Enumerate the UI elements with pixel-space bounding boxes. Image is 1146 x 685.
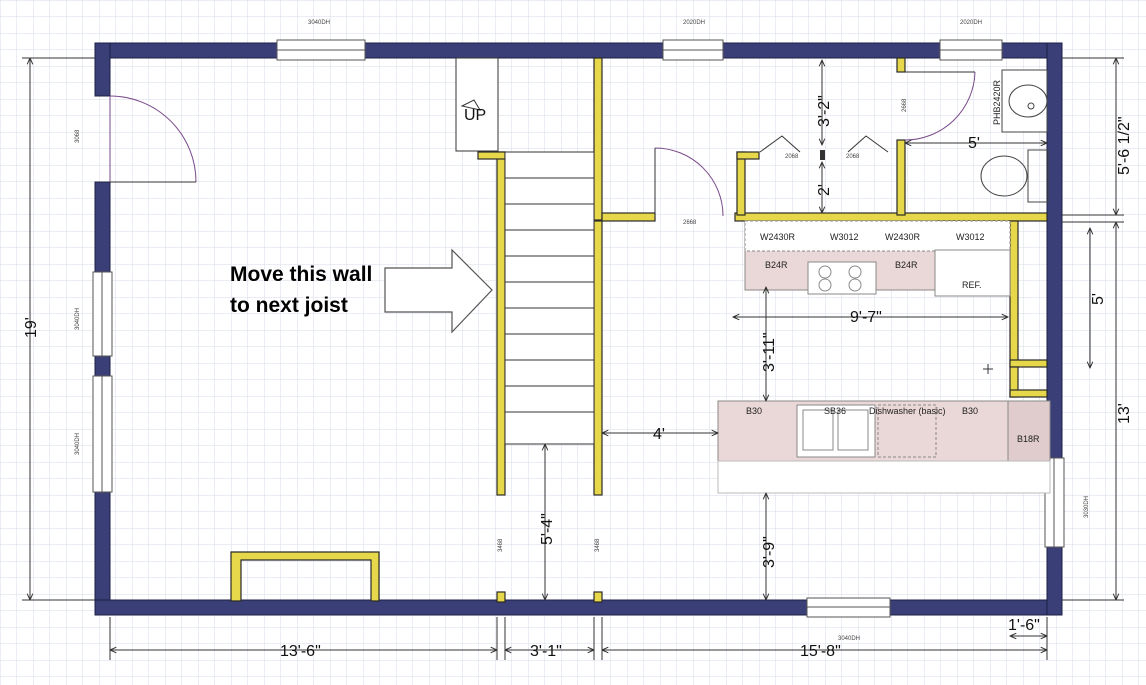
label-island-2: B30: [962, 406, 978, 416]
label-base-cab-2: B24R: [895, 260, 918, 270]
label-base-cab-1: B24R: [765, 260, 788, 270]
dim-counter-run: 9'-7": [850, 309, 882, 326]
windows: [92, 39, 1065, 618]
label-window-left-lower: 3040DH: [75, 433, 81, 455]
dim-bath-upper: 3'-2": [816, 95, 833, 127]
dim-bottom-mid: 3'-1": [530, 643, 562, 660]
label-wall-cab-3: W2430R: [885, 232, 921, 242]
label-window-right: 3030DH: [1084, 496, 1090, 518]
label-fridge: REF.: [962, 280, 982, 290]
stair-up-label: UP: [464, 107, 486, 124]
label-window-top-left: 3040DH: [308, 20, 330, 26]
plus-marker: [983, 364, 993, 374]
label-wall-cab-1: W2430R: [760, 232, 796, 242]
staircase: [455, 57, 595, 445]
dim-right-mid: 5': [1090, 293, 1107, 305]
note-line-1: Move this wall: [230, 263, 372, 286]
kitchen-island: [717, 400, 1051, 494]
dim-aisle-upper: 3'-11": [761, 332, 778, 372]
dim-aisle-side: 4': [653, 426, 665, 443]
label-island-sink: SB36: [824, 406, 846, 416]
plan-labels: 3040DH 2020DH 2020DH 3040DH 3040DH 3030D…: [75, 20, 1090, 642]
dim-bath-lower: 2': [816, 184, 833, 196]
label-door-center: 2668: [683, 220, 697, 226]
label-island-dw: Dishwasher (basic): [869, 406, 946, 416]
label-door-left: 3068: [75, 129, 81, 143]
dimension-labels: 19' 13' 5'-6 1/2" 5' 3'-2" 2' 5' 9'-7" 3…: [23, 95, 1133, 660]
exterior-walls: [94, 42, 1063, 616]
dim-top-right: 5'-6 1/2": [1116, 116, 1133, 175]
bath-fixtures: [980, 69, 1049, 203]
dim-right-total: 13': [1116, 403, 1133, 424]
label-island-1: B30: [746, 406, 762, 416]
note-arrow: [384, 248, 493, 334]
label-window-top-mid: 2020DH: [683, 20, 705, 26]
dim-bath-width: 5': [968, 135, 980, 152]
dim-bottom-left: 13'-6": [280, 643, 321, 660]
label-window-top-right: 2020DH: [960, 20, 982, 26]
dim-bottom-corner: 1'-6": [1008, 617, 1040, 634]
label-window-bottom: 3040DH: [838, 636, 860, 642]
dim-bottom-right: 15'-8": [800, 643, 841, 660]
doors: [109, 71, 976, 217]
label-closet-right: 2068: [846, 154, 860, 160]
note-line-2: to next joist: [230, 294, 348, 317]
label-island-end: B18R: [1017, 434, 1040, 444]
kitchen-cabinets: [744, 220, 1011, 297]
label-closet-left: 2068: [785, 154, 799, 160]
dim-island-bottom: 3'-9": [761, 536, 778, 568]
label-opening-left: 3468: [498, 538, 504, 552]
label-window-left-upper: 3040DH: [75, 308, 81, 330]
closet-divider: [820, 150, 825, 160]
label-door-bath: 2668: [902, 98, 908, 112]
dim-overall-height: 19': [23, 317, 40, 338]
dim-stair-bottom: 5'-4": [539, 513, 556, 545]
label-wall-cab-2: W3012: [830, 232, 859, 242]
label-opening-right: 3468: [595, 538, 601, 552]
dimension-lines: [22, 58, 1124, 660]
label-wall-cab-4: W3012: [956, 232, 985, 242]
label-vanity: PHB2420R: [992, 79, 1002, 125]
